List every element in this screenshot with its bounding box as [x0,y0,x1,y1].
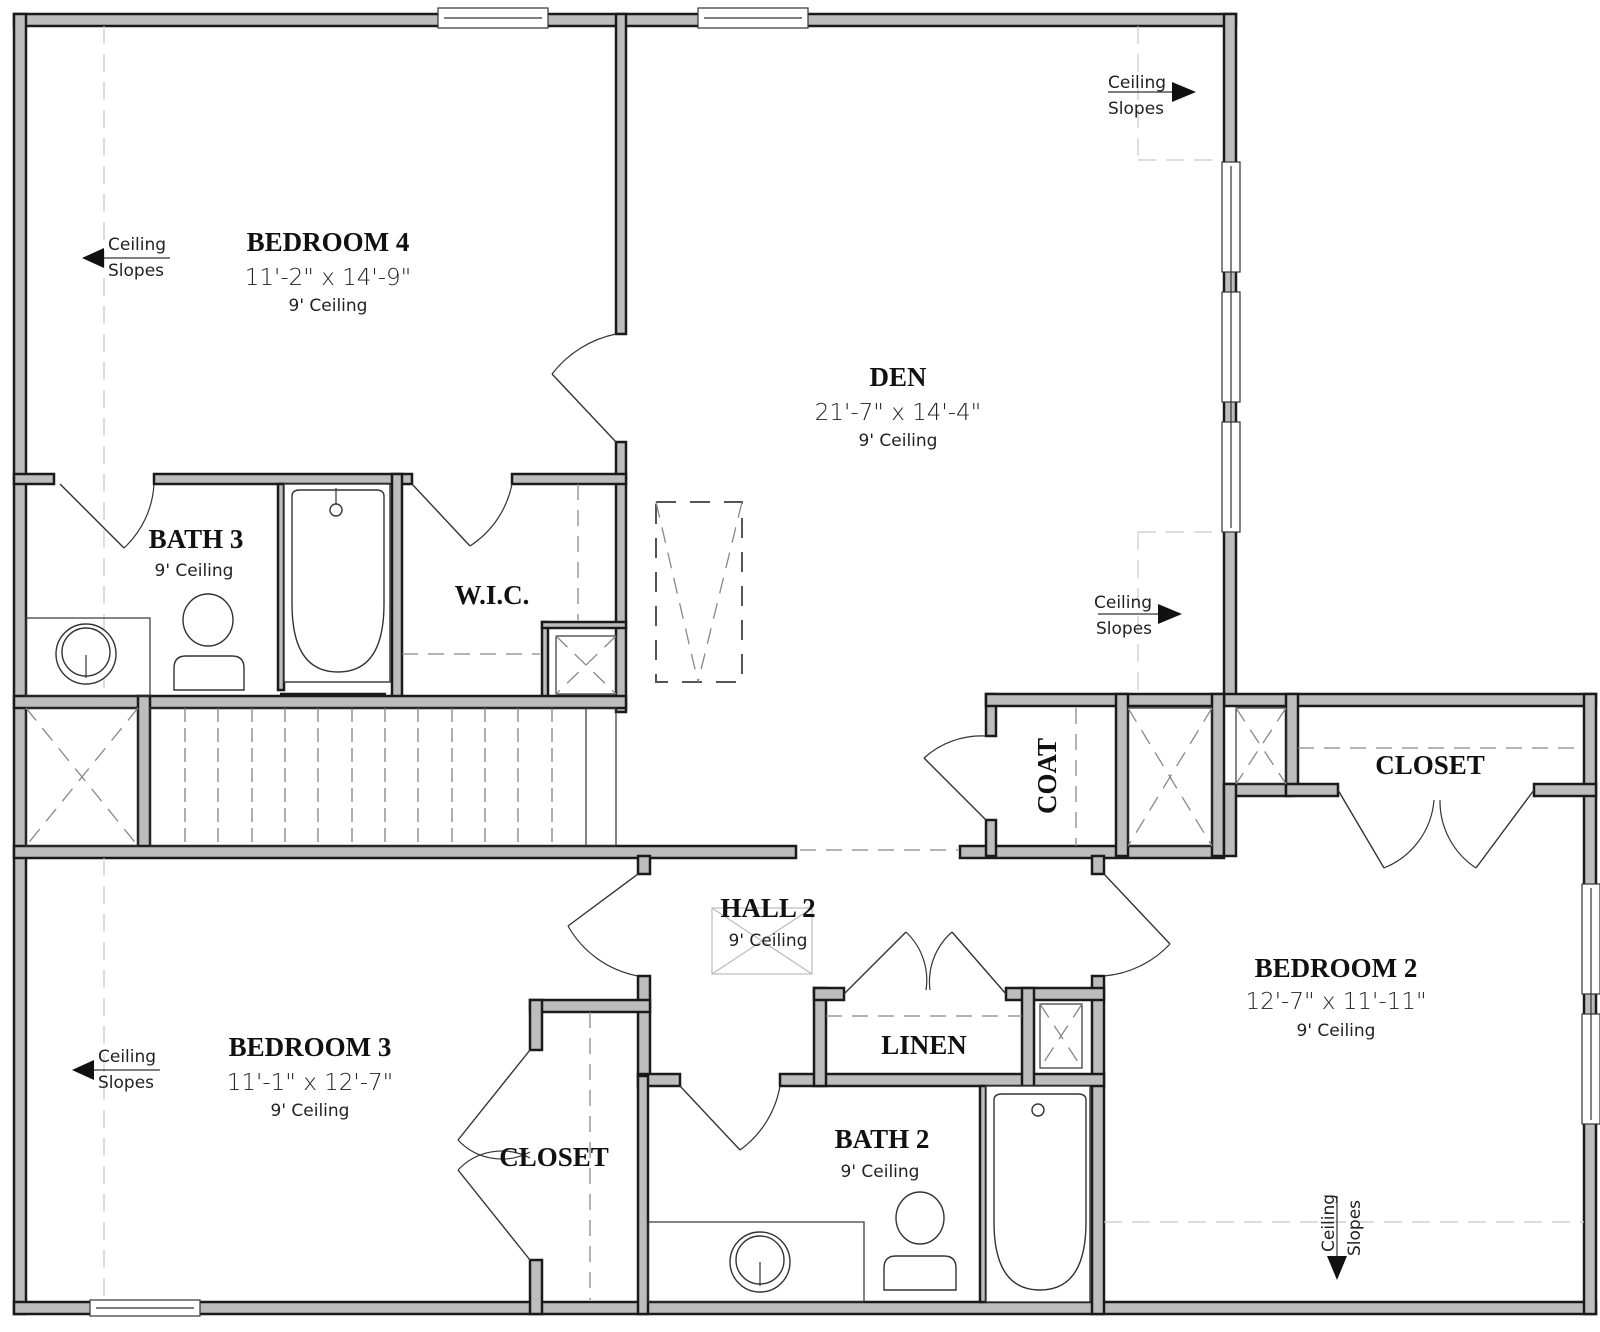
arrow-right-icon [1172,82,1196,102]
slope-note-line2: Slopes [1096,619,1152,639]
arrow-down-icon [1327,1256,1347,1280]
ceiling-lines [103,26,1584,1302]
staircase [149,707,617,847]
room-name-closet-bedroom2: CLOSET [1375,750,1485,780]
room-dims-bedroom2: 12'-7" x 11'-11" [1245,989,1426,1015]
room-name-bath3: BATH 3 [149,524,244,554]
room-name-bedroom2: BEDROOM 2 [1255,953,1418,983]
room-name-closet-bedroom3: CLOSET [499,1142,609,1172]
arrow-right-icon [1158,604,1182,624]
slope-note-line2: Slopes [108,261,164,281]
room-labels: BEDROOM 4 11'-2" x 14'-9" 9' Ceiling DEN… [149,227,1485,1182]
arrow-left-icon [82,248,104,268]
room-dims-bedroom3: 11'-1" x 12'-7" [227,1070,393,1096]
room-ceiling-bedroom3: 9' Ceiling [271,1101,350,1121]
room-dims-den: 21'-7" x 14'-4" [815,400,981,426]
room-ceiling-bedroom2: 9' Ceiling [1297,1021,1376,1041]
exterior-walls [12,12,1598,1316]
windows [89,7,1600,1317]
bath2-fixtures [647,1085,1091,1303]
slope-note-line1: Ceiling [98,1047,156,1067]
slope-note-line2: Slopes [1108,99,1164,119]
slope-note-line1: Ceiling [108,235,166,255]
slope-note-line2: Slopes [98,1073,154,1093]
attic-access-boxes [25,501,1287,1069]
doors [59,333,1535,1261]
room-name-coat: COAT [1032,738,1062,814]
slope-note-line2: Slopes [1345,1200,1365,1256]
room-name-wic: W.I.C. [455,580,530,610]
bath3-fixtures [25,483,391,697]
room-name-den: DEN [869,362,927,392]
room-name-hall2: HALL 2 [720,893,815,923]
room-name-bedroom4: BEDROOM 4 [247,227,410,257]
room-name-bedroom3: BEDROOM 3 [229,1032,392,1062]
slope-note-line1: Ceiling [1319,1194,1339,1252]
arrow-left-icon [72,1060,94,1080]
slope-note-line1: Ceiling [1094,593,1152,613]
room-ceiling-hall2: 9' Ceiling [729,931,808,951]
interior-walls [12,12,1598,1316]
slope-note-line1: Ceiling [1108,73,1166,93]
room-ceiling-den: 9' Ceiling [859,431,938,451]
slope-arrows [72,82,1347,1280]
slope-labels: Ceiling Slopes Ceiling Slopes Ceiling Sl… [98,73,1365,1256]
room-ceiling-bath2: 9' Ceiling [841,1162,920,1182]
room-dims-bedroom4: 11'-2" x 14'-9" [245,265,411,291]
room-name-linen: LINEN [881,1030,967,1060]
room-ceiling-bedroom4: 9' Ceiling [289,296,368,316]
room-ceiling-bath3: 9' Ceiling [155,561,234,581]
room-name-bath2: BATH 2 [835,1124,930,1154]
